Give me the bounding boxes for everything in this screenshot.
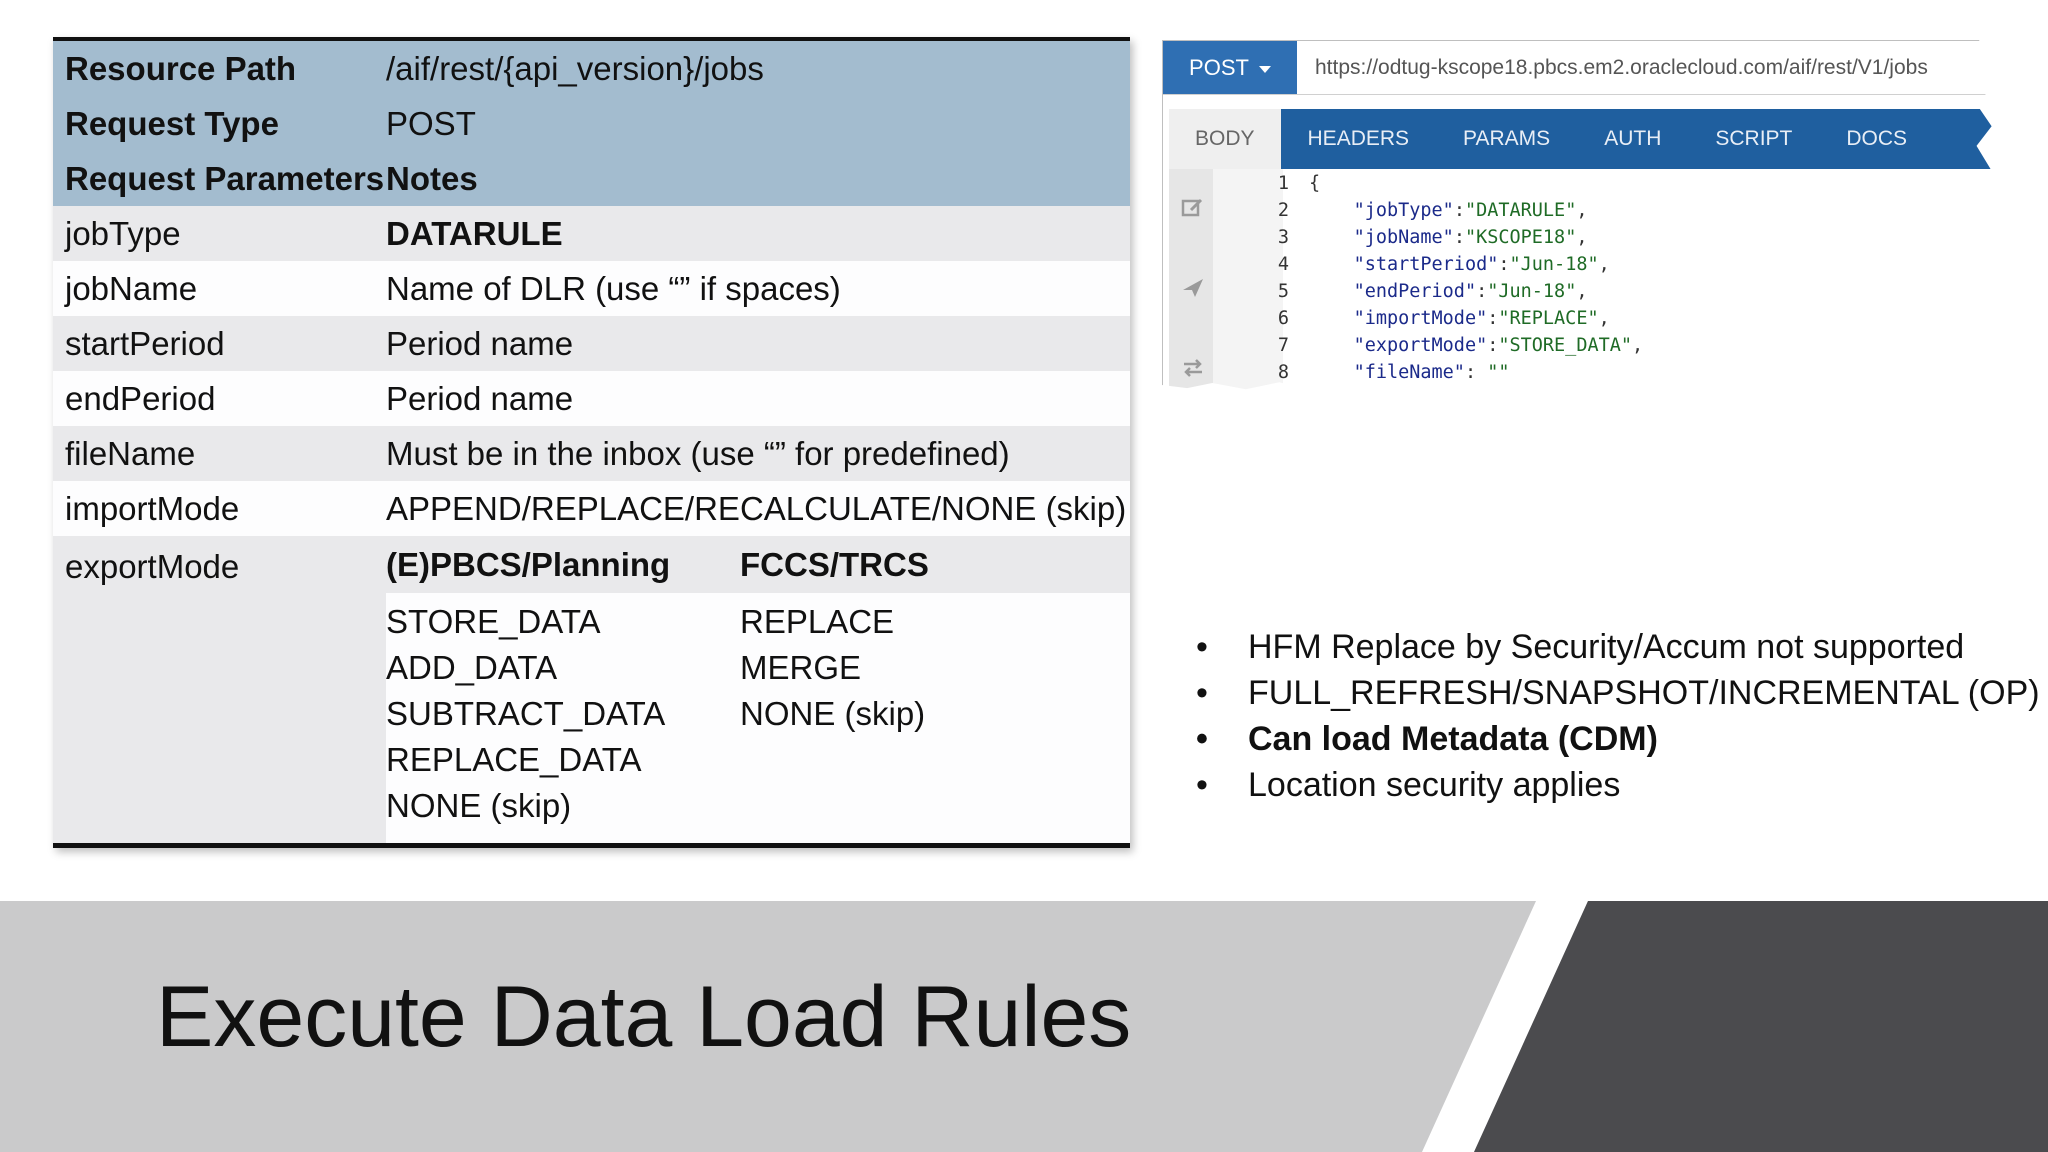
line-number: 2 [1277, 200, 1289, 221]
table-row-export-mode: exportMode (E)PBCS/Planning FCCS/TRCS ST… [53, 536, 1130, 843]
export-value: ADD_DATA [386, 649, 558, 686]
request-tabs: BODY HEADERS PARAMS AUTH SCRIPT DOCS [1169, 109, 1994, 169]
bullet-item: HFM Replace by Security/Accum not suppor… [1196, 624, 2040, 670]
param-note: Period name [386, 379, 574, 417]
title-band-accent [1474, 901, 2048, 1152]
table-row: importMode APPEND/REPLACE/RECALCULATE/NO… [53, 481, 1130, 536]
edit-icon[interactable] [1181, 197, 1205, 219]
code-line: "jobName":"KSCOPE18", [1353, 227, 1588, 248]
table-row-resource-path: Resource Path /aif/rest/{api_version}/jo… [53, 41, 1130, 96]
tab-script[interactable]: SCRIPT [1715, 127, 1793, 150]
param-note: Period name [386, 324, 574, 362]
tab-auth[interactable]: AUTH [1604, 127, 1662, 150]
line-number: 5 [1277, 281, 1289, 302]
tab-docs[interactable]: DOCS [1846, 127, 1908, 150]
line-number: 8 [1277, 362, 1289, 383]
param-name: importMode [65, 489, 240, 527]
rest-client-screenshot: POST https://odtug-kscope18.pbcs.em2.ora… [1162, 40, 1994, 410]
param-note: Name of DLR (use “” if spaces) [386, 269, 841, 307]
table-header-notes: Notes [386, 159, 478, 197]
code-line: "endPeriod":"Jun-18", [1353, 281, 1588, 302]
export-mode-options: (E)PBCS/Planning FCCS/TRCS STORE_DATA AD… [386, 536, 1130, 843]
swap-icon[interactable] [1181, 357, 1205, 379]
table-row: fileName Must be in the inbox (use “” fo… [53, 426, 1130, 481]
line-number: 3 [1277, 227, 1289, 248]
table-key: Resource Path [65, 49, 297, 87]
export-mode-values: STORE_DATA ADD_DATA SUBTRACT_DATA REPLAC… [386, 593, 1130, 843]
bullet-item: Can load Metadata (CDM) [1196, 716, 2040, 762]
code-line: "fileName": "" [1353, 362, 1510, 383]
code-line: "startPeriod":"Jun-18", [1353, 254, 1610, 275]
json-body-editor[interactable]: 1 { 2 "jobType":"DATARULE", 3 "jobName":… [1247, 169, 1993, 410]
tool-gutter [1169, 169, 1213, 392]
export-col-fccs: REPLACE MERGE NONE (skip) [740, 599, 1130, 829]
notes-bullet-list: HFM Replace by Security/Accum not suppor… [1196, 624, 2040, 808]
code-line: "exportMode":"STORE_DATA", [1353, 335, 1644, 356]
line-number: 9 [1277, 389, 1289, 410]
line-number-gutter [1213, 169, 1283, 392]
table-key: Request Type [65, 104, 279, 142]
param-name: fileName [65, 434, 196, 472]
param-note: APPEND/REPLACE/RECALCULATE/NONE (skip) [386, 489, 1127, 527]
export-value: NONE (skip) [386, 787, 572, 824]
tab-params[interactable]: PARAMS [1463, 127, 1551, 150]
table-row: jobType DATARULE [53, 206, 1130, 261]
table-value: /aif/rest/{api_version}/jobs [386, 49, 764, 87]
table-value: POST [386, 104, 476, 142]
table-row: startPeriod Period name [53, 316, 1130, 371]
export-value: MERGE [740, 649, 862, 686]
url-field[interactable]: https://odtug-kscope18.pbcs.em2.oraclecl… [1315, 55, 1928, 79]
bullet-item: FULL_REFRESH/SNAPSHOT/INCREMENTAL (OP) [1196, 670, 2040, 716]
param-name: jobName [65, 269, 198, 307]
table-row: endPeriod Period name [53, 371, 1130, 426]
param-note: Must be in the inbox (use “” for predefi… [386, 434, 1010, 472]
send-icon[interactable] [1181, 277, 1205, 299]
param-note: DATARULE [386, 214, 563, 252]
code-line: "jobType":"DATARULE", [1353, 200, 1588, 221]
code-line: } [1309, 389, 1321, 410]
export-value: REPLACE_DATA [386, 741, 642, 778]
tab-body[interactable]: BODY [1169, 109, 1281, 169]
param-name: endPeriod [65, 379, 216, 417]
export-col-header-fccs: FCCS/TRCS [740, 545, 929, 583]
export-value: REPLACE [740, 603, 895, 640]
table-row-request-type: Request Type POST [53, 96, 1130, 151]
method-dropdown[interactable]: POST [1163, 41, 1297, 94]
table-header-parameters: Request Parameters [65, 159, 385, 197]
export-mode-headers: (E)PBCS/Planning FCCS/TRCS [386, 536, 1130, 593]
api-parameter-table: Resource Path /aif/rest/{api_version}/jo… [53, 37, 1130, 848]
table-row: jobName Name of DLR (use “” if spaces) [53, 261, 1130, 316]
method-label: POST [1189, 54, 1249, 80]
table-row-column-headers: Request Parameters Notes [53, 151, 1130, 206]
line-number: 6 [1277, 308, 1289, 329]
param-name: jobType [65, 214, 181, 252]
export-col-header-epbcs: (E)PBCS/Planning [386, 545, 671, 583]
line-number: 1 [1277, 173, 1289, 194]
code-line: { [1309, 173, 1321, 194]
bullet-item: Location security applies [1196, 762, 2040, 808]
export-value: STORE_DATA [386, 603, 601, 640]
tab-headers[interactable]: HEADERS [1307, 127, 1410, 150]
param-name: exportMode [65, 548, 240, 585]
slide-title: Execute Data Load Rules [156, 969, 1132, 1065]
code-line: "importMode":"REPLACE", [1353, 308, 1610, 329]
param-name: startPeriod [65, 324, 225, 362]
export-value: SUBTRACT_DATA [386, 695, 666, 732]
request-bar: POST https://odtug-kscope18.pbcs.em2.ora… [1163, 41, 1994, 95]
line-number: 4 [1277, 254, 1289, 275]
line-number: 7 [1277, 335, 1289, 356]
export-col-epbcs: STORE_DATA ADD_DATA SUBTRACT_DATA REPLAC… [386, 599, 740, 829]
caret-down-icon [1258, 66, 1271, 73]
export-value: NONE (skip) [740, 695, 926, 732]
